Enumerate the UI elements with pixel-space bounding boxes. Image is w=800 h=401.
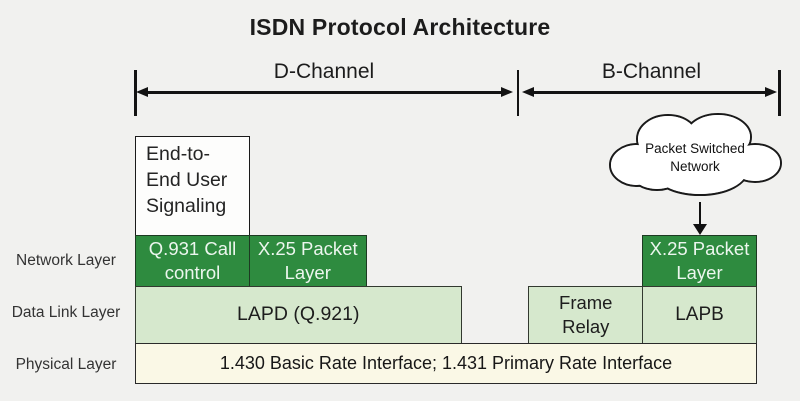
cloud-to-x25-arrow-line [698, 202, 702, 226]
data-link-layer-label: Data Link Layer [11, 304, 121, 321]
cloud-label: Packet Switched Network [645, 141, 745, 174]
b-channel-right-tick [778, 70, 781, 116]
b-channel-arrow-line [533, 91, 768, 94]
d-channel-left-tick [134, 70, 137, 116]
physical-interface-box: 1.430 Basic Rate Interface; 1.431 Primar… [135, 342, 757, 384]
x25-packet-layer-b-box: X.25 Packet Layer [642, 235, 757, 287]
d-channel-label: D-Channel [273, 60, 375, 83]
d-channel-right-arrowhead-icon [501, 86, 513, 97]
end-to-end-user-signaling-box: End-to- End User Signaling [135, 136, 250, 237]
lapb-box: LAPB [642, 285, 757, 344]
b-channel-right-arrowhead-icon [765, 86, 777, 97]
physical-layer-label: Physical Layer [15, 356, 117, 373]
cloud-to-x25-arrowhead-icon [692, 224, 707, 235]
network-layer-label: Network Layer [16, 252, 116, 269]
cloud-icon [609, 113, 782, 196]
lapd-q921-box: LAPD (Q.921) [135, 285, 462, 344]
b-channel-label: B-Channel [601, 60, 702, 83]
q931-call-control-box: Q.931 Call control [135, 235, 250, 287]
b-channel-left-arrowhead-icon [522, 86, 534, 97]
channel-divider-tick [516, 70, 519, 116]
d-channel-arrow-line [145, 91, 504, 94]
frame-relay-box: Frame Relay [528, 285, 644, 344]
d-channel-left-arrowhead-icon [136, 86, 148, 97]
diagram-title: ISDN Protocol Architecture [249, 14, 551, 40]
packet-switched-network-cloud: Packet Switched Network [605, 109, 785, 205]
x25-packet-layer-d-box: X.25 Packet Layer [248, 235, 367, 287]
